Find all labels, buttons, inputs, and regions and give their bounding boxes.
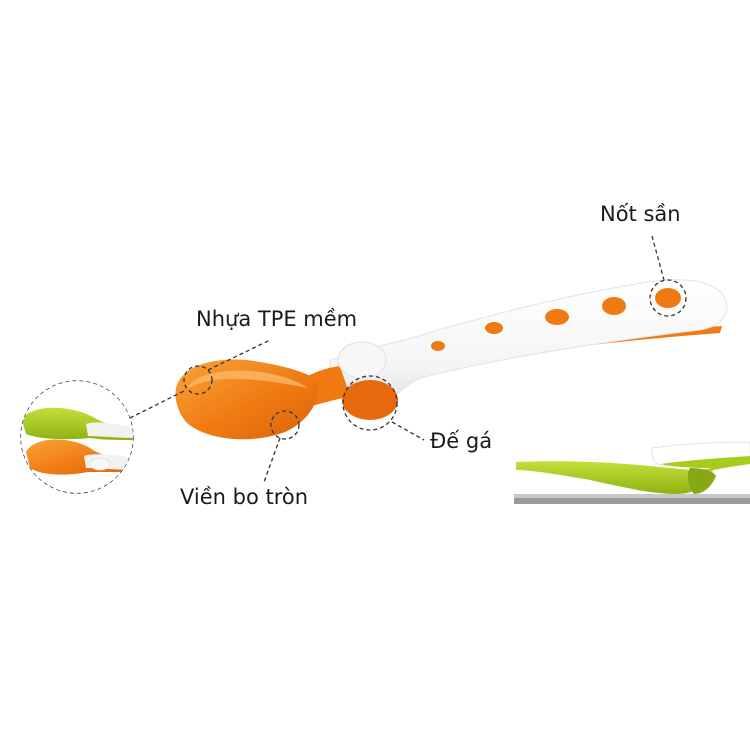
inset-connector bbox=[129, 389, 187, 419]
joint-disc bbox=[337, 341, 387, 379]
main-spoon bbox=[175, 279, 728, 440]
handle-bump bbox=[431, 341, 445, 351]
spoon-bowl-highlight bbox=[186, 370, 308, 390]
callout-circle-edge bbox=[270, 410, 300, 440]
callout-circle-bump bbox=[649, 279, 687, 317]
label-bump: Nốt sần bbox=[600, 202, 681, 226]
label-soft-tpe: Nhựa TPE mềm bbox=[196, 307, 358, 331]
label-stand-base: Đế gá bbox=[430, 429, 493, 453]
inset-base-surface bbox=[514, 498, 750, 504]
handle-bump bbox=[545, 309, 569, 325]
callout-circle-base bbox=[342, 375, 398, 431]
callout-circle-tpe bbox=[183, 365, 213, 395]
handle-bump bbox=[485, 322, 503, 334]
callout-line-bump bbox=[651, 235, 665, 281]
inset-green-stand bbox=[687, 468, 716, 494]
callout-line-base bbox=[391, 421, 425, 441]
inset-two-spoons bbox=[21, 381, 133, 493]
inset-green-bowl bbox=[516, 461, 714, 494]
handle-bump bbox=[655, 288, 681, 308]
handle-bump bbox=[602, 297, 626, 315]
callout-line-tpe bbox=[207, 339, 271, 371]
inset-green-spoon-side bbox=[514, 441, 750, 504]
label-rounded-edge: Viền bo tròn bbox=[180, 485, 309, 509]
callout-line-edge bbox=[263, 437, 281, 483]
stand-base bbox=[342, 380, 398, 420]
